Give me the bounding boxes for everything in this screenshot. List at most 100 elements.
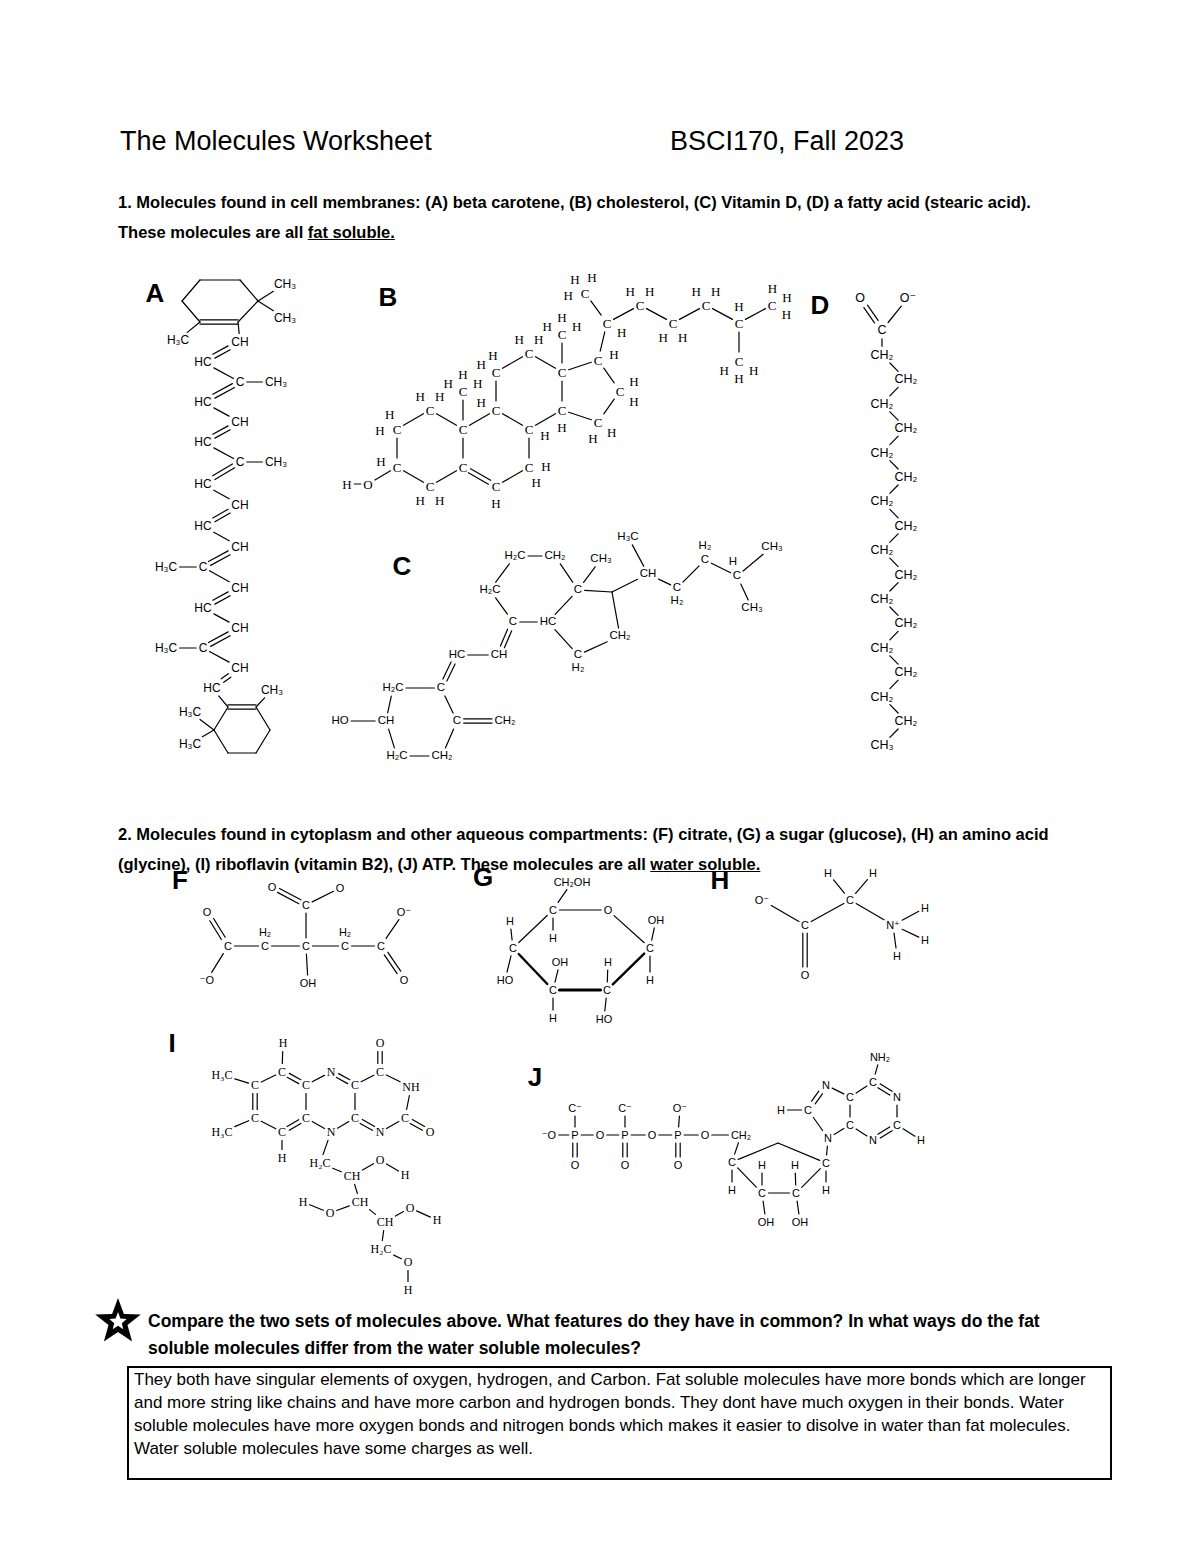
bond-line — [389, 729, 395, 748]
bond-line — [289, 1073, 301, 1079]
bond-line — [209, 551, 229, 562]
atom-label: OH — [648, 915, 665, 926]
atom-label: HO — [596, 1014, 613, 1025]
bond-line — [832, 1088, 844, 1094]
bond-line — [574, 1116, 575, 1127]
atom-label: H — [659, 330, 668, 343]
atom-label: CH₃ — [870, 739, 893, 752]
bond-line — [738, 1143, 778, 1159]
bond-line — [890, 461, 898, 469]
bond-line — [386, 1075, 400, 1082]
bond-line — [214, 614, 229, 622]
atom-label: C — [636, 299, 645, 312]
bond-line — [561, 381, 562, 401]
atom-label: CH₂ — [871, 690, 894, 703]
atom-label: H — [435, 390, 444, 403]
atom-label: C — [574, 649, 582, 661]
atom-label: H — [279, 1037, 288, 1049]
atom-label: ⁻O — [542, 1130, 556, 1141]
bond-line — [605, 998, 606, 1011]
bond-line — [382, 1052, 383, 1064]
atom-label: H — [444, 376, 453, 389]
bond-line — [849, 1105, 850, 1117]
bond-line — [600, 332, 605, 351]
atom-label: H — [541, 459, 550, 472]
bond-line — [890, 631, 898, 639]
atom-label: CH₂ — [895, 471, 918, 484]
bond-line — [627, 1143, 628, 1157]
bond-line — [272, 945, 300, 946]
bond-line — [569, 362, 592, 370]
atom-label: C — [673, 582, 681, 594]
atom-label: CH₂ — [895, 568, 918, 581]
bond-line — [214, 707, 228, 730]
atom-label: H — [609, 348, 618, 361]
atom-label: H — [734, 372, 743, 385]
bond-line — [584, 567, 596, 583]
bond-line — [495, 381, 496, 401]
atom-label: C — [525, 423, 534, 436]
bond-line — [256, 707, 270, 730]
atom-label: H₂ — [572, 662, 585, 674]
bond-line — [778, 1143, 820, 1160]
atom-label: H — [782, 290, 791, 303]
bond-line — [406, 687, 434, 688]
underlined-term: water soluble. — [650, 855, 760, 873]
atom-label: C — [401, 1112, 409, 1124]
bond-line — [711, 563, 730, 573]
atom-label: N — [327, 1126, 336, 1138]
bond-line — [305, 1094, 306, 1110]
atom-label: H — [607, 426, 616, 439]
atom-label: H₃C — [179, 738, 201, 750]
bond-line — [464, 723, 492, 724]
bond-line — [215, 350, 230, 358]
atom-label: CH₂ — [731, 1130, 751, 1141]
atom-label: HC — [194, 478, 211, 490]
atom-label: H — [768, 282, 777, 295]
bond-line — [388, 696, 392, 713]
bond-line — [503, 471, 523, 483]
bond-line — [613, 954, 644, 985]
atom-label: H — [278, 1152, 287, 1164]
atom-label: H — [416, 390, 425, 403]
atom-label: HC — [194, 602, 211, 614]
bond-line — [235, 1079, 249, 1083]
bond-line — [902, 911, 919, 920]
bond-line — [361, 1075, 374, 1082]
atom-label: C — [509, 616, 517, 628]
bond-line — [902, 929, 919, 937]
atom-label: H₃C — [617, 531, 638, 543]
atom-label: C — [594, 354, 603, 367]
atom-label: CH₂ — [871, 642, 894, 655]
atom-label: C — [453, 715, 461, 727]
bond-line — [890, 387, 898, 395]
atom-label: O — [426, 1126, 435, 1138]
atom-label: H₂ — [699, 540, 712, 552]
bond-line — [890, 509, 898, 517]
bond-line — [238, 301, 258, 322]
atom-label: C — [574, 584, 582, 596]
bond-line — [352, 945, 375, 946]
bond-line — [213, 592, 228, 600]
atom-label: H — [473, 376, 482, 389]
bond-line — [731, 1170, 732, 1182]
atom-label: CH — [231, 622, 248, 634]
bond-line — [890, 436, 898, 444]
bond-line — [214, 919, 226, 938]
atom-label: H — [758, 1160, 766, 1171]
bond-line — [247, 461, 263, 462]
bond-line — [215, 468, 235, 480]
bond-line — [604, 399, 614, 414]
bond-line — [200, 720, 214, 731]
bond-line — [210, 571, 230, 582]
atom-label: P — [674, 1130, 681, 1141]
molecule-letter: F — [172, 867, 188, 893]
bond-line — [614, 916, 644, 943]
bond-line — [247, 381, 263, 382]
bond-line — [386, 920, 399, 939]
bond-line — [864, 308, 875, 323]
atom-label: O — [855, 292, 865, 305]
atom-label: H — [572, 319, 581, 332]
atom-label: C — [758, 1188, 766, 1199]
atom-label: H — [588, 432, 597, 445]
